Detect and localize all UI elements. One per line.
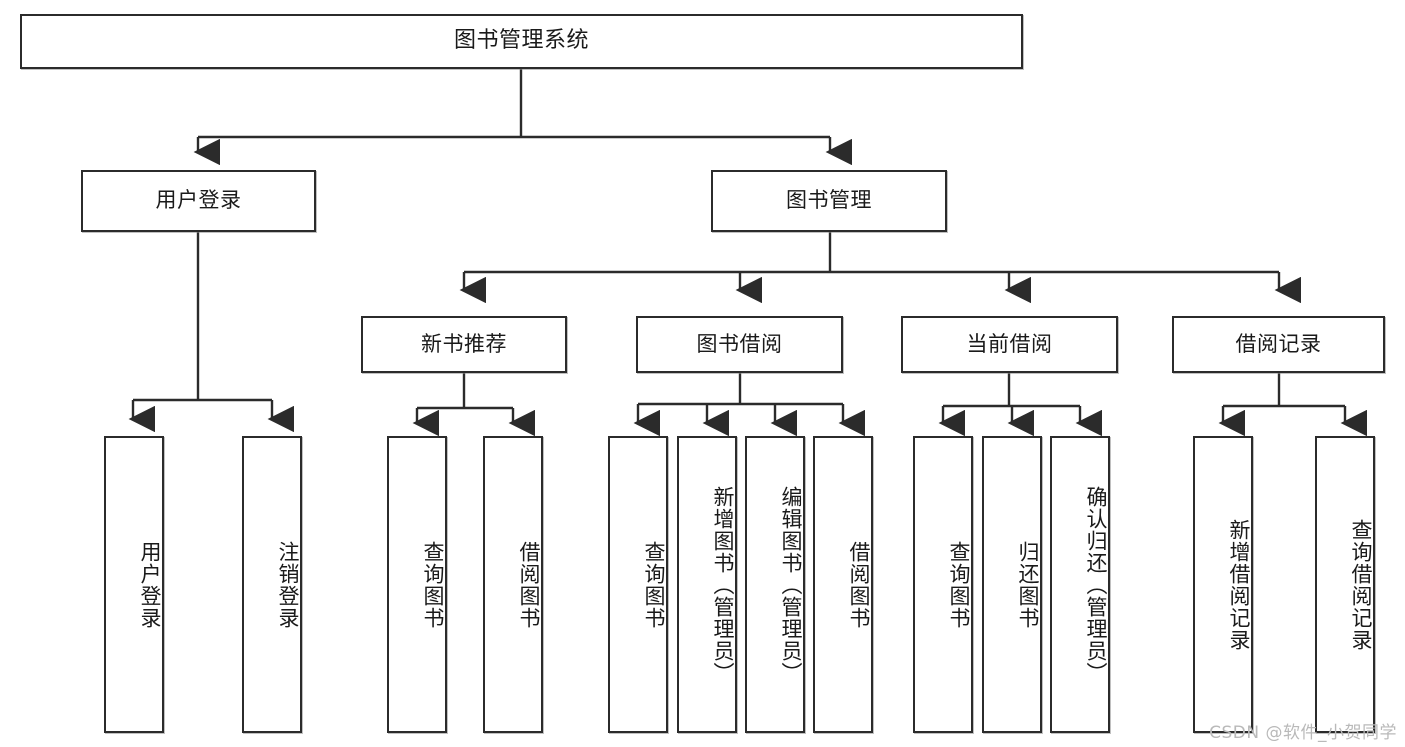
node-borrow-records[interactable]: 借阅记录: [1172, 316, 1385, 373]
node-new-book-recommend[interactable]: 新书推荐: [361, 316, 567, 373]
leaf-borrow-query-book[interactable]: 查询图书: [608, 436, 668, 733]
node-current-borrow[interactable]: 当前借阅: [901, 316, 1118, 373]
leaf-borrow-borrow-book[interactable]: 借阅图书: [813, 436, 873, 733]
leaf-current-query-book[interactable]: 查询图书: [913, 436, 973, 733]
leaf-user-login-login[interactable]: 用户登录: [104, 436, 164, 733]
node-book-borrow[interactable]: 图书借阅: [636, 316, 843, 373]
node-user-login[interactable]: 用户登录: [81, 170, 316, 232]
leaf-borrow-edit-book-admin[interactable]: 编辑图书（管理员）: [745, 436, 805, 733]
node-root-system[interactable]: 图书管理系统: [20, 14, 1023, 69]
leaf-current-return-book[interactable]: 归还图书: [982, 436, 1042, 733]
leaf-new-books-query[interactable]: 查询图书: [387, 436, 447, 733]
leaf-borrow-add-book-admin[interactable]: 新增图书（管理员）: [677, 436, 737, 733]
leaf-records-query-record[interactable]: 查询借阅记录: [1315, 436, 1375, 733]
csdn-watermark: CSDN @软件_小贺同学: [1209, 723, 1397, 743]
leaf-current-confirm-return-admin[interactable]: 确认归还（管理员）: [1050, 436, 1110, 733]
leaf-user-login-logout[interactable]: 注销登录: [242, 436, 302, 733]
leaf-new-books-borrow[interactable]: 借阅图书: [483, 436, 543, 733]
node-book-management[interactable]: 图书管理: [711, 170, 947, 232]
leaf-records-add-record[interactable]: 新增借阅记录: [1193, 436, 1253, 733]
